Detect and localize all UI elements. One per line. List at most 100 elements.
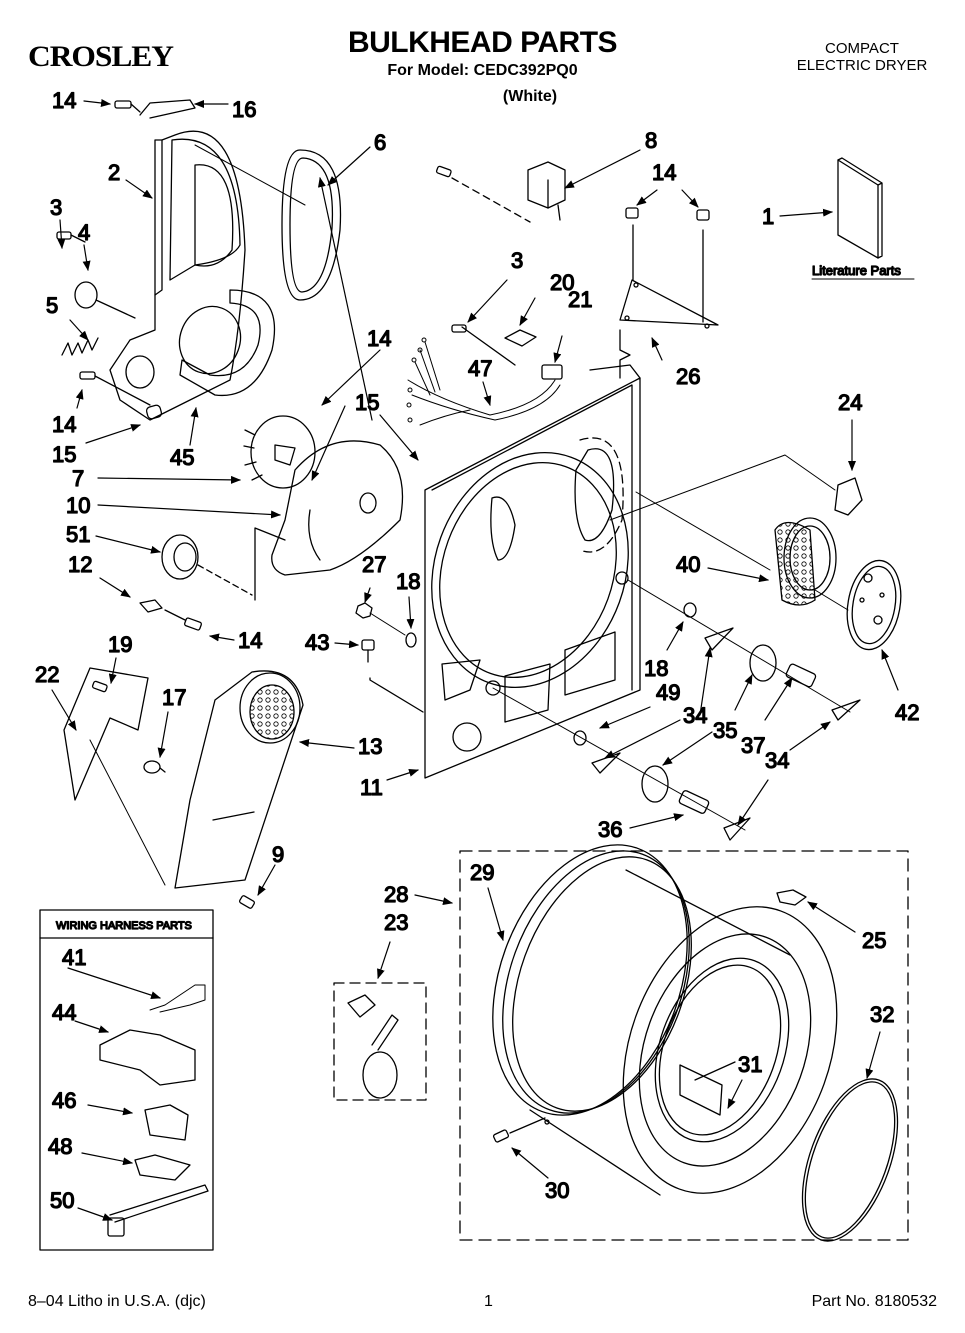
footer-litho: 8–04 Litho in U.S.A. (djc)	[28, 1293, 206, 1310]
callout-4: 4	[78, 220, 90, 245]
callout-37: 37	[741, 733, 765, 758]
callout-16: 16	[232, 97, 256, 122]
callout-36: 36	[598, 817, 622, 842]
callout-46: 46	[52, 1088, 76, 1113]
part-drum-29	[492, 844, 838, 1196]
part-heater-22	[63, 667, 166, 886]
callout-18: 18	[396, 569, 420, 594]
callout-44: 44	[52, 1000, 76, 1025]
page-number: 1	[484, 1293, 493, 1310]
callout-3: 3	[511, 248, 523, 273]
part-bracket-26	[619, 207, 719, 329]
part-blower-wheel-7	[243, 415, 316, 489]
callout-20: 20	[550, 270, 574, 295]
page-title: BULKHEAD PARTS	[347, 26, 618, 59]
callout-23: 23	[384, 910, 408, 935]
part-bearing-51	[161, 534, 253, 596]
callout-29: 29	[470, 860, 494, 885]
callout-10: 10	[66, 493, 90, 518]
callout-19: 19	[108, 632, 132, 657]
part-thermal-fuse-17	[143, 760, 166, 774]
callout-14: 14	[52, 88, 76, 113]
part-harness-47	[406, 337, 561, 426]
callout-5: 5	[46, 293, 58, 318]
part-rear-panel	[109, 99, 246, 421]
literature-parts-label: Literature Parts	[812, 263, 901, 278]
callout-32: 32	[870, 1002, 894, 1027]
part-drive-motor-kit-23	[347, 994, 399, 1099]
callout-12: 12	[68, 552, 92, 577]
callout-27: 27	[362, 552, 386, 577]
callout-13: 13	[358, 734, 382, 759]
part-terminal-block-21	[451, 324, 563, 380]
callout-51: 51	[66, 522, 90, 547]
part-seal-45	[179, 289, 276, 397]
part-relay-8	[435, 161, 566, 223]
part-fasteners-27-18-43	[355, 602, 424, 713]
part-number: Part No. 8180532	[811, 1293, 937, 1310]
product-line-1: COMPACT	[825, 40, 899, 57]
part-roller-assembly-upper	[627, 579, 861, 721]
callout-24: 24	[838, 390, 862, 415]
wiring-harness-title: WIRING HARNESS PARTS	[56, 920, 192, 932]
part-blower-housing-10	[254, 440, 404, 601]
product-line-2: ELECTRIC DRYER	[796, 57, 928, 74]
part-baffle-31	[694, 1061, 736, 1081]
part-felt-24	[609, 454, 863, 521]
callout-15: 15	[355, 390, 379, 415]
part-element-5	[61, 337, 99, 356]
callout-22: 22	[35, 662, 59, 687]
callout-8: 8	[645, 128, 657, 153]
part-seal-6	[194, 144, 342, 301]
callout-49: 49	[656, 680, 680, 705]
callout-42: 42	[895, 700, 919, 725]
callout-6: 6	[374, 130, 386, 155]
color-variant: (White)	[502, 88, 558, 105]
callout-41: 41	[62, 945, 86, 970]
callout-40: 40	[676, 552, 700, 577]
part-bearing-housing-40	[635, 491, 837, 606]
callout-3: 3	[50, 195, 62, 220]
callout-labels: 14 16 6 2 3 4 5 14 15 45 7 10 51 12 14 1…	[34, 87, 920, 1213]
callout-28: 28	[384, 882, 408, 907]
part-screw-14-top	[114, 100, 141, 113]
callout-14: 14	[652, 160, 676, 185]
callout-14: 14	[238, 628, 262, 653]
callout-1: 1	[762, 204, 774, 229]
callout-48: 48	[48, 1134, 72, 1159]
callout-47: 47	[468, 356, 492, 381]
leader-lines	[51, 98, 899, 1221]
brand-logo: CROSLEY	[28, 40, 174, 73]
callout-21: 21	[568, 287, 592, 312]
callout-14: 14	[367, 326, 391, 351]
callout-30: 30	[545, 1178, 569, 1203]
part-clip-12	[139, 599, 202, 631]
callout-35: 35	[713, 718, 737, 743]
kit-box-23	[333, 982, 427, 1101]
product-type: COMPACT ELECTRIC DRYER	[787, 40, 937, 74]
callout-17: 17	[162, 685, 186, 710]
wiring-harness-box	[39, 909, 214, 1251]
callout-18: 18	[644, 656, 668, 681]
callout-9: 9	[272, 842, 284, 867]
callout-11: 11	[360, 775, 383, 800]
part-lint-duct-13	[174, 670, 304, 909]
part-bearing-42	[814, 559, 902, 651]
callout-14: 14	[52, 412, 76, 437]
part-clip-25	[776, 889, 807, 906]
callout-7: 7	[72, 466, 84, 491]
callout-26: 26	[676, 364, 700, 389]
callout-2: 2	[108, 160, 120, 185]
callout-15: 15	[52, 442, 76, 467]
part-seal-32	[801, 1078, 899, 1242]
callout-31: 31	[738, 1052, 762, 1077]
part-thermostat-4	[56, 231, 136, 319]
callout-50: 50	[50, 1188, 74, 1213]
part-screw-14-left	[79, 371, 163, 420]
callout-34: 34	[683, 703, 707, 728]
callout-34: 34	[765, 748, 789, 773]
part-literature-1	[837, 157, 883, 259]
callout-25: 25	[862, 928, 886, 953]
callout-45: 45	[170, 445, 194, 470]
